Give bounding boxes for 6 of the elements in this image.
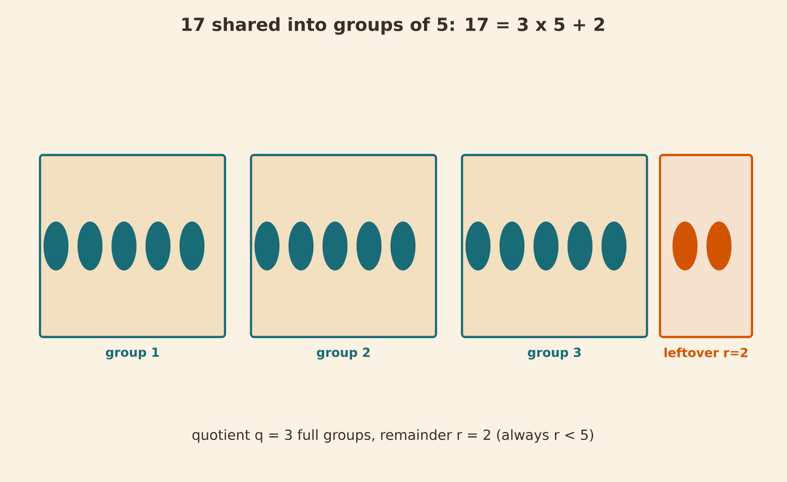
title: 17 shared into groups of 5: 17 = 3 x 5 + 2 bbox=[182, 17, 604, 35]
node-label: group 1 bbox=[106, 348, 159, 360]
node-label: group 2 bbox=[316, 348, 370, 360]
node-label: leftover r=2 bbox=[664, 348, 748, 358]
node-label: group 3 bbox=[528, 348, 581, 360]
caption: quotient q = 3 full groups, remainder r = 2 (always r < 5) bbox=[192, 429, 594, 443]
